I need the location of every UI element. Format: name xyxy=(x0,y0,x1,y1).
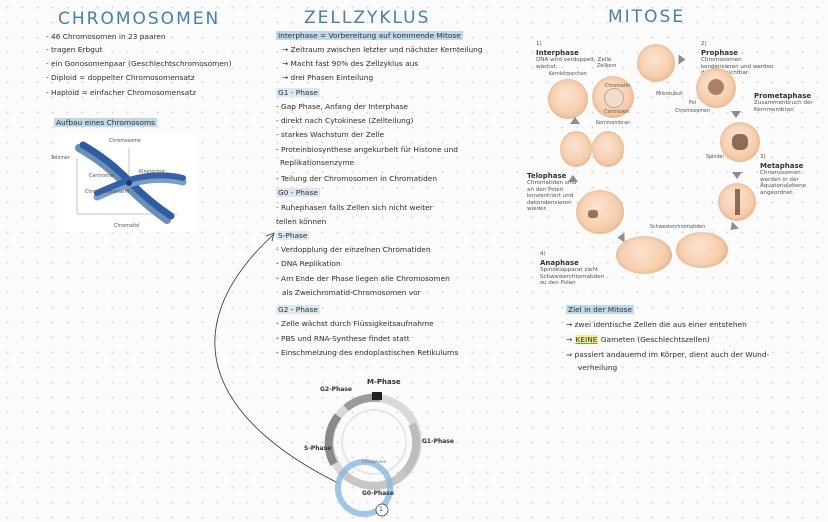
mitose-title: MITOSE xyxy=(608,7,685,27)
cell-interphase-left xyxy=(548,79,588,119)
g1-item: - Gap Phase, Anfang der Interphase xyxy=(276,102,408,111)
cycle-g0-phase: G0-Phase xyxy=(362,490,394,497)
cycle-interphase: Interphase xyxy=(362,460,387,465)
g2-item: - Einschmelzung des endoplastischen Reti… xyxy=(276,348,459,357)
chromosomen-title: CHROMOSOMEN xyxy=(58,9,221,29)
cycle-g2-phase: G2-Phase xyxy=(320,386,352,393)
cycle-s-phase: S-Phase xyxy=(304,445,332,452)
cell-prophase xyxy=(696,68,736,108)
arrow-down-icon xyxy=(732,172,742,179)
label-telomer: Telomer xyxy=(51,156,70,161)
g2-heading: G2 - Phase xyxy=(276,305,320,314)
g2-item: - PBS und RNA-Synthese findet statt xyxy=(276,334,410,343)
arrow-up-icon xyxy=(568,175,578,182)
cycle-g1-phase: G1-Phase xyxy=(422,438,454,445)
phase-metaphase: 3) Metaphase Chromosomen werden in der Ä… xyxy=(760,154,807,196)
zellzyklus-title: ZELLZYKLUS xyxy=(304,8,431,28)
g1-heading: G1 - Phase xyxy=(276,88,320,97)
ziel-item: ⇒ passiert andauernd im Körper, dient au… xyxy=(566,350,770,359)
figure-title: Chromosome xyxy=(109,139,141,144)
cell-cycle-diagram: M-Phase G2-Phase S-Phase G1-Phase Interp… xyxy=(294,372,464,518)
label-mikrotubuli: Mikrotubuli xyxy=(656,92,683,97)
interphase-item: → drei Phasen Einteilung xyxy=(282,73,374,82)
interphase-item: → Macht fast 90% des Zellzyklus aus xyxy=(282,59,419,68)
interphase-heading: Interphase = Vorbereitung auf kommende M… xyxy=(276,31,463,40)
label-schwesterchromatiden: Schwesterchromatiden xyxy=(650,225,706,230)
cell-telophase xyxy=(576,190,624,234)
g1-item: - Teilung der Chromosomen in Chromatiden xyxy=(276,174,438,183)
s-item: als Zweichromatid-Chromosomen vor xyxy=(282,288,421,297)
ziel-heading: Ziel in der Mitose xyxy=(566,305,635,314)
g2-item: - Zelle wächst durch Flüssigkeitsaufnahm… xyxy=(276,319,434,328)
cycle-number: 1 xyxy=(379,506,383,513)
label-chromosomenarm: Chromosomenarm xyxy=(85,190,130,195)
phase-telophase: Telophase Chromatiden sind an den Polen … xyxy=(527,172,577,213)
label-centromer: Centromer xyxy=(89,174,115,179)
cell-late-anaphase xyxy=(676,232,728,268)
g0-heading: G0 - Phase xyxy=(276,188,320,197)
g0-item: - Ruhephasen falls Zellen sich nicht wei… xyxy=(276,203,433,212)
cell-daughter-left xyxy=(560,131,592,167)
chromosome-illustration xyxy=(75,141,187,224)
s-heading: S-Phase xyxy=(276,231,310,240)
cell-daughter-right xyxy=(592,131,624,167)
label-zellkern: Zellkern xyxy=(597,64,617,69)
chromosomen-item: - Diploid = doppelter Chromosomensatz xyxy=(46,73,195,82)
label-kernmembran: Kernmembran xyxy=(596,121,631,126)
label-centriolen: Centriolen xyxy=(604,110,629,115)
ziel-item: verheilung xyxy=(578,363,618,372)
chromosome-figure: Chromosome Telomer Kinetochor Centromer … xyxy=(51,134,197,232)
chromosomen-item: - 46 Chromosomen in 23 paaren xyxy=(46,32,166,41)
arrow-right-icon xyxy=(678,54,686,65)
label-kernkoerperchen: Kernkörperchen xyxy=(549,72,587,77)
chromosomen-item: - Haploid = einfacher Chromosomensatz xyxy=(46,88,197,97)
arrow-up-icon xyxy=(570,117,580,124)
phase-interphase: 1) Interphase DNA wird verdoppelt, Zelle… xyxy=(536,41,612,70)
cell-early xyxy=(637,44,675,82)
label-chromatid: Chromatid xyxy=(114,224,140,229)
cell-prometaphase xyxy=(720,122,760,162)
g1-item: Replikationsenzyme xyxy=(280,158,355,167)
label-pol: Pol xyxy=(689,101,696,106)
label-kinetochor: Kinetochor xyxy=(139,170,165,175)
ziel-item: → KEINE Gameten (Geschlechtszellen) xyxy=(566,335,710,344)
chromosomen-item: - ein Gonosomenpaar (Geschlechtschromoso… xyxy=(46,59,232,68)
arrow-down-icon xyxy=(731,111,741,118)
chromosomen-item: - tragen Erbgut xyxy=(46,45,103,54)
cycle-rings xyxy=(324,392,422,517)
s-item: - Am Ende der Phase liegen alle Chromoso… xyxy=(276,274,450,283)
g1-item: - direkt nach Cytokinese (Zellteilung) xyxy=(276,116,414,125)
cell-interphase-right xyxy=(592,76,634,118)
arrow-left-icon xyxy=(617,232,625,243)
phase-prometaphase: Prometaphase Zusammenbruch der Kernmembr… xyxy=(754,92,813,113)
label-chromosomen: Chromosomen xyxy=(675,109,710,114)
interphase-item: → Zeitraum zwischen letzter und nächster… xyxy=(282,45,483,54)
g0-item: teilen können xyxy=(276,217,327,226)
ziel-item: → zwei identische Zellen die aus einer e… xyxy=(566,320,747,329)
label-spindel: Spindel xyxy=(706,155,724,160)
label-chromatin: Chromatin xyxy=(605,84,631,89)
phase-anaphase: 4) Anaphase Spindelapparat zieht Schwest… xyxy=(540,251,605,287)
g1-item: - Proteinbiosynthese angekurbelt für His… xyxy=(276,145,458,154)
aufbau-heading: Aufbau eines Chromosoms xyxy=(54,118,158,127)
s-item: - Verdopplung der einzelnen Chromatiden xyxy=(276,245,431,254)
cell-anaphase xyxy=(616,236,672,274)
cycle-m-phase: M-Phase xyxy=(367,378,401,386)
cell-metaphase xyxy=(718,183,756,221)
g1-item: - starkes Wachstum der Zelle xyxy=(276,130,385,139)
s-item: - DNA Replikation xyxy=(276,259,341,268)
